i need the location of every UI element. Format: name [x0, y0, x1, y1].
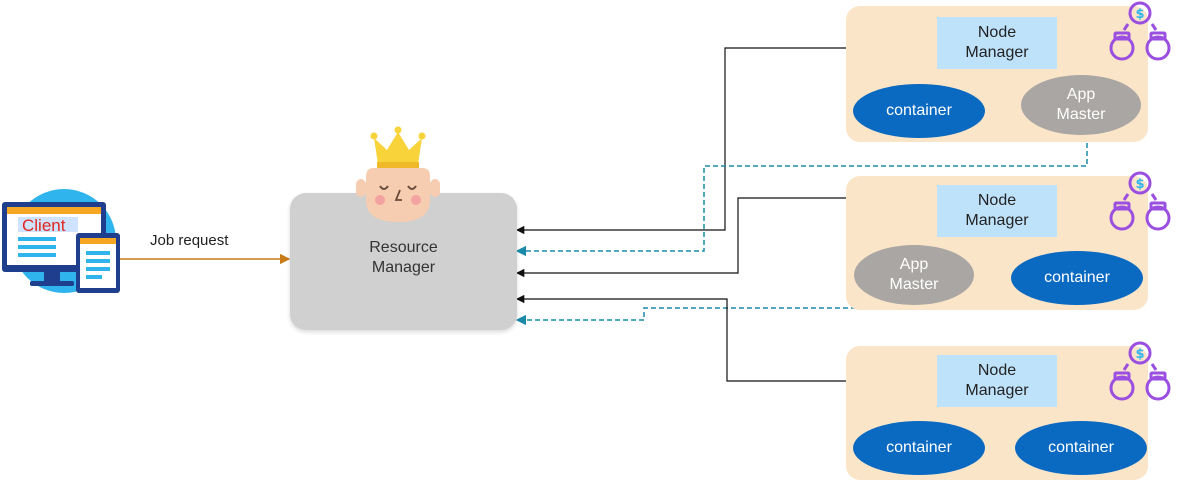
node-manager-2-line2: Manager [965, 212, 1029, 229]
node2-appmaster-line [515, 304, 909, 326]
node-manager-2-line1: Node [977, 192, 1017, 209]
node-manager-3: Node Manager [937, 355, 1057, 407]
resource-manager-line1: Resource [369, 239, 438, 256]
node-manager-1-line1: Node [977, 24, 1017, 41]
node-manager-3-line2: Manager [965, 382, 1029, 399]
app-master-1-line2: Master [1056, 106, 1106, 123]
app-master-2-line1: App [899, 256, 929, 273]
resource-manager-label: Resource Manager [290, 238, 517, 278]
app-master-1: App Master [1021, 75, 1141, 135]
node1-heartbeat-line [515, 47, 936, 235]
node3-heartbeat-line [515, 294, 936, 382]
node-manager-2: Node Manager [937, 185, 1057, 237]
client-computer-icon [0, 185, 122, 295]
app-master-1-line1: App [1066, 86, 1096, 103]
crowned-face-icon [355, 124, 441, 224]
app-master-2-line2: Master [889, 276, 939, 293]
app-master-2: App Master [854, 245, 974, 305]
handcuff-icon: $ [1106, 340, 1174, 408]
handcuff-icon: $ [1106, 170, 1174, 238]
container-1a: container [853, 84, 985, 138]
svg-text:$: $ [1135, 177, 1144, 192]
container-2a: container [1011, 251, 1143, 305]
node-manager-3-line1: Node [977, 362, 1017, 379]
node1-appmaster-line [515, 135, 1088, 257]
handcuff-icon: $ [1106, 0, 1174, 68]
container-3a: container [853, 421, 985, 475]
client-label: Client [22, 216, 66, 235]
container-3b: container [1015, 421, 1147, 475]
svg-text:$: $ [1135, 347, 1144, 362]
svg-text:$: $ [1135, 7, 1144, 22]
node-manager-1-line2: Manager [965, 44, 1029, 61]
node-manager-1: Node Manager [937, 17, 1057, 69]
job-request-label: Job request [150, 232, 229, 249]
resource-manager-line2: Manager [371, 259, 436, 276]
node2-heartbeat-line [515, 197, 936, 278]
